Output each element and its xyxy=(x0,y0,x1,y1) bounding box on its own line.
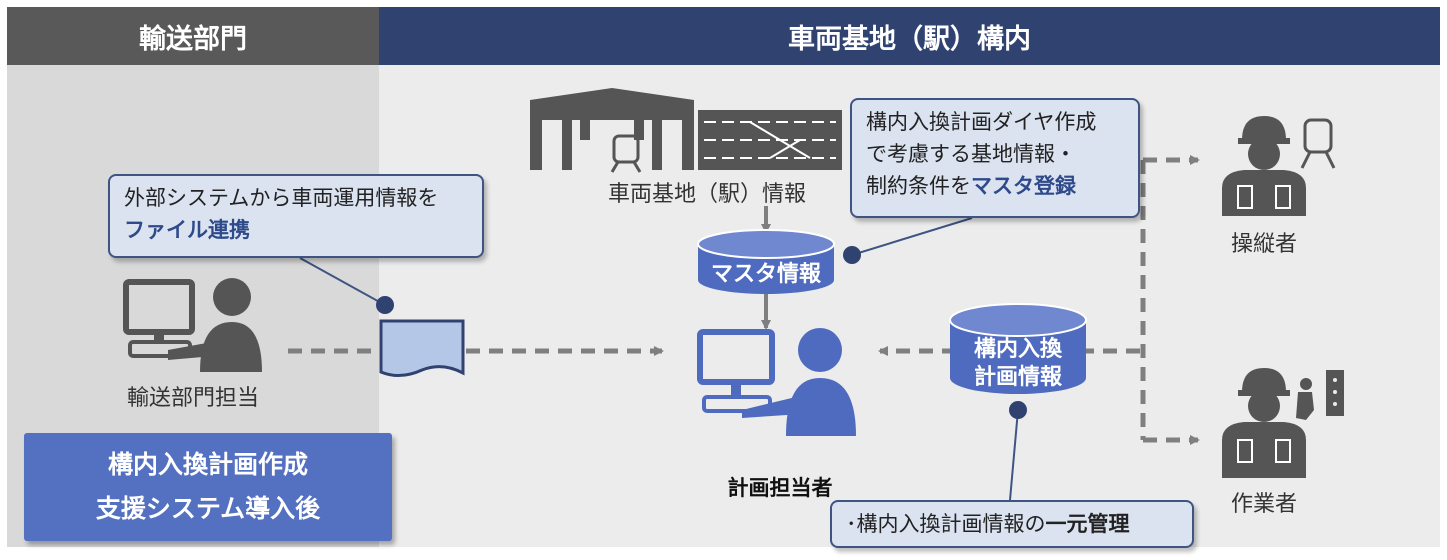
master-callout-line1: 構内入換計画ダイヤ作成 xyxy=(866,110,1097,134)
file-link-callout-line1: 外部システムから車両運用情報を xyxy=(124,186,439,210)
callout-connector-file xyxy=(299,257,386,306)
depot-title: 車両基地（駅）構内 xyxy=(788,23,1031,55)
operator-icon xyxy=(1222,116,1306,216)
operator-label: 操縦者 xyxy=(1230,232,1297,257)
maintenance-worker-icon xyxy=(1296,370,1344,420)
transport-dept-title: 輸送部門 xyxy=(139,23,247,55)
plan-info-label-line2: 計画情報 xyxy=(973,365,1062,390)
track-layout-icon xyxy=(698,110,842,170)
depot-info-label: 車両基地（駅）情報 xyxy=(607,182,806,207)
planner-icon xyxy=(697,328,856,436)
file-link-callout: 外部システムから車両運用情報を ファイル連携 xyxy=(108,174,484,258)
callout-dot-plan xyxy=(1009,401,1027,419)
depot-header: 車両基地（駅）構内 xyxy=(379,7,1440,65)
file-document-icon xyxy=(379,319,465,377)
train-icon xyxy=(1300,118,1336,169)
central-management-callout: ･構内入換計画情報の一元管理 xyxy=(830,500,1194,548)
master-callout-line2: で考慮する基地情報・ xyxy=(866,142,1076,166)
file-link-callout-bold: ファイル連携 xyxy=(124,218,250,242)
transport-staff-label: 輸送部門担当 xyxy=(126,386,259,411)
master-info-database xyxy=(697,229,835,294)
callout-dot-file xyxy=(376,296,394,314)
worker-label: 作業者 xyxy=(1230,492,1297,517)
system-badge: 構内入換計画作成 支援システム導入後 xyxy=(24,433,392,541)
master-registration-callout: 構内入換計画ダイヤ作成 で考慮する基地情報・ 制約条件をマスタ登録 xyxy=(850,98,1140,218)
callout-dot-master xyxy=(843,246,861,264)
master-info-label: マスタ情報 xyxy=(710,262,821,287)
central-callout-pre: ･構内入換計画情報の xyxy=(846,512,1046,536)
master-callout-line3-bold: マスタ登録 xyxy=(971,174,1076,198)
worker-icon xyxy=(1222,368,1306,478)
central-callout-bold: 一元管理 xyxy=(1045,512,1130,536)
plan-info-database xyxy=(949,303,1087,394)
depot-building-icon xyxy=(530,88,694,173)
system-badge-line1: 構内入換計画作成 xyxy=(107,450,308,479)
system-badge-line2: 支援システム導入後 xyxy=(95,494,321,523)
callout-connector-master xyxy=(851,217,973,256)
plan-info-label: 構内入換 計画情報 xyxy=(950,336,1086,392)
plan-info-label-line1: 構内入換 xyxy=(973,337,1062,362)
transport-dept-header: 輸送部門 xyxy=(7,7,379,65)
master-callout-line3-pre: 制約条件を xyxy=(866,174,971,198)
callout-connector-plan xyxy=(1009,409,1019,501)
planner-label: 計画担当者 xyxy=(727,476,833,500)
transport-staff-icon xyxy=(123,278,262,372)
